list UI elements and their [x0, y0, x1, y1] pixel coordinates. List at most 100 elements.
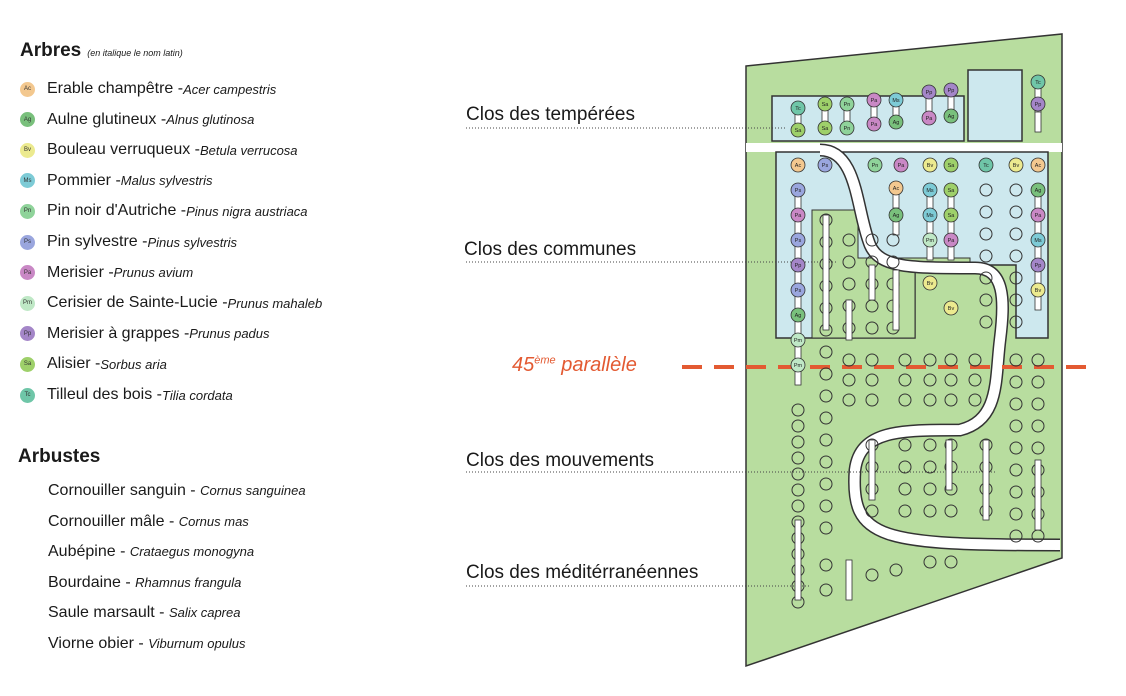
trees-subtitle: (en italique le nom latin)	[87, 48, 183, 58]
map-tree-code: Tc	[1035, 80, 1041, 86]
map-tree-icon	[790, 332, 806, 348]
map-tree-code: Bv	[1013, 163, 1020, 169]
species-badge-icon: Sa	[20, 356, 35, 372]
map-tree-code: Pn	[844, 102, 851, 108]
map-shrub-icon	[1009, 315, 1023, 329]
map-tree-icon	[943, 300, 959, 316]
map-tree-icon	[888, 207, 904, 223]
map-tree-code: Ms	[926, 188, 934, 194]
map-tree-icon	[1030, 96, 1046, 112]
tree-latin-name: Alnus glutinosa	[166, 112, 255, 128]
map-shrub-icon	[923, 353, 937, 367]
species-badge-icon: Ag	[20, 112, 35, 128]
tree-latin-name: Prunus avium	[113, 265, 194, 281]
map-hedge-bar	[845, 299, 853, 341]
map-shrub-icon	[819, 477, 833, 491]
map-hedge-bar	[1034, 111, 1042, 133]
map-shrub-icon	[842, 255, 856, 269]
map-shrub-icon	[979, 249, 993, 263]
map-shrub-icon	[819, 521, 833, 535]
map-shrub-icon	[1009, 441, 1023, 455]
map-tree-code: Ac	[893, 186, 900, 192]
map-tree-icon	[839, 96, 855, 112]
species-badge-icon: Pn	[20, 203, 35, 219]
map-tree-code: Pp	[926, 90, 933, 96]
species-badge-icon: Tc	[20, 387, 35, 403]
map-tree-code: Bv	[948, 306, 955, 312]
map-shrub-icon	[791, 403, 805, 417]
map-shrub-icon	[1009, 227, 1023, 241]
map-tree-icon	[921, 110, 937, 126]
shrub-latin-name: Cornus mas	[178, 513, 249, 529]
tree-common-name: Tilleul des bois -	[47, 386, 163, 403]
tree-latin-name: Pinus sylvestris	[147, 234, 238, 250]
map-tree-icon	[790, 100, 806, 116]
map-shrub-icon	[1009, 249, 1023, 263]
map-shrub-icon	[979, 227, 993, 241]
map-tree-code: Pm	[926, 238, 935, 244]
path-top	[746, 143, 1062, 152]
parallel-sup: ème	[534, 354, 556, 367]
map-shrub-icon	[979, 183, 993, 197]
tree-common-name: Merisier -	[47, 263, 114, 281]
map-tree-code: Ag	[948, 114, 955, 120]
map-tree-icon	[922, 207, 938, 223]
map-shrub-icon	[923, 438, 937, 452]
map-tree-code: Pp	[795, 263, 802, 269]
map-tree-icon	[922, 182, 938, 198]
shrub-item: Cornouiller mâle - Cornus mas	[48, 513, 249, 531]
map-hedge-bar	[794, 519, 802, 601]
map-shrub-icon	[923, 555, 937, 569]
map-shrub-icon	[819, 433, 833, 447]
map-tree-icon	[943, 82, 959, 98]
shrub-item: Cornouiller sanguin - Cornus sanguinea	[48, 482, 306, 500]
map-shrub-icon	[819, 367, 833, 381]
map-shrub-icon	[1009, 529, 1023, 543]
tree-common-name: Pommier -	[47, 171, 121, 189]
map-tree-code: Ag	[893, 213, 900, 219]
map-shrub-icon	[819, 455, 833, 469]
map-tree-icon	[790, 182, 806, 198]
map-tree-code: Pm	[794, 338, 803, 344]
map-tree-code: Ps	[795, 238, 802, 244]
map-shrub-icon	[842, 353, 856, 367]
map-shrub-icon	[791, 451, 805, 465]
map-tree-icon	[888, 180, 904, 196]
map-tree-icon	[866, 116, 882, 132]
shrub-latin-name: Rhamnus frangula	[135, 574, 242, 590]
map-shrub-icon	[842, 233, 856, 247]
species-badge-icon: Ms	[20, 173, 35, 189]
tree-common-name: Alisier -	[47, 355, 101, 373]
map-shrub-icon	[944, 504, 958, 518]
map-shrub-icon	[819, 345, 833, 359]
species-badge-icon: Pa	[20, 265, 35, 281]
map-tree-icon	[893, 157, 909, 173]
species-badge-icon: Pp	[20, 326, 35, 342]
map-tree-code: Bv	[1035, 288, 1042, 294]
species-badge-icon: Bv	[20, 142, 35, 158]
map-tree-code: Ps	[795, 288, 802, 294]
map-tree-icon	[817, 96, 833, 112]
map-shrub-icon	[842, 373, 856, 387]
shrub-common-name: Bourdaine -	[48, 573, 136, 591]
label-clos-communes: Clos des communes	[464, 239, 637, 260]
map-hedge-bar	[868, 439, 876, 501]
map-tree-code: Pp	[1035, 102, 1042, 108]
map-tree-code: Sa	[822, 102, 830, 108]
map-shrub-icon	[898, 482, 912, 496]
parallel-prefix: 45	[512, 354, 535, 376]
map-tree-icon	[922, 275, 938, 291]
species-badge-icon: Pm	[20, 295, 35, 311]
map-tree-code: Pp	[948, 88, 955, 94]
map-tree-code: Ac	[1035, 163, 1042, 169]
map-tree-icon	[888, 114, 904, 130]
map-hedge-bar	[982, 439, 990, 521]
tree-common-name: Bouleau verruqueux -	[47, 141, 200, 159]
map-tree-code: Ms	[926, 213, 934, 219]
map-shrub-icon	[968, 373, 982, 387]
